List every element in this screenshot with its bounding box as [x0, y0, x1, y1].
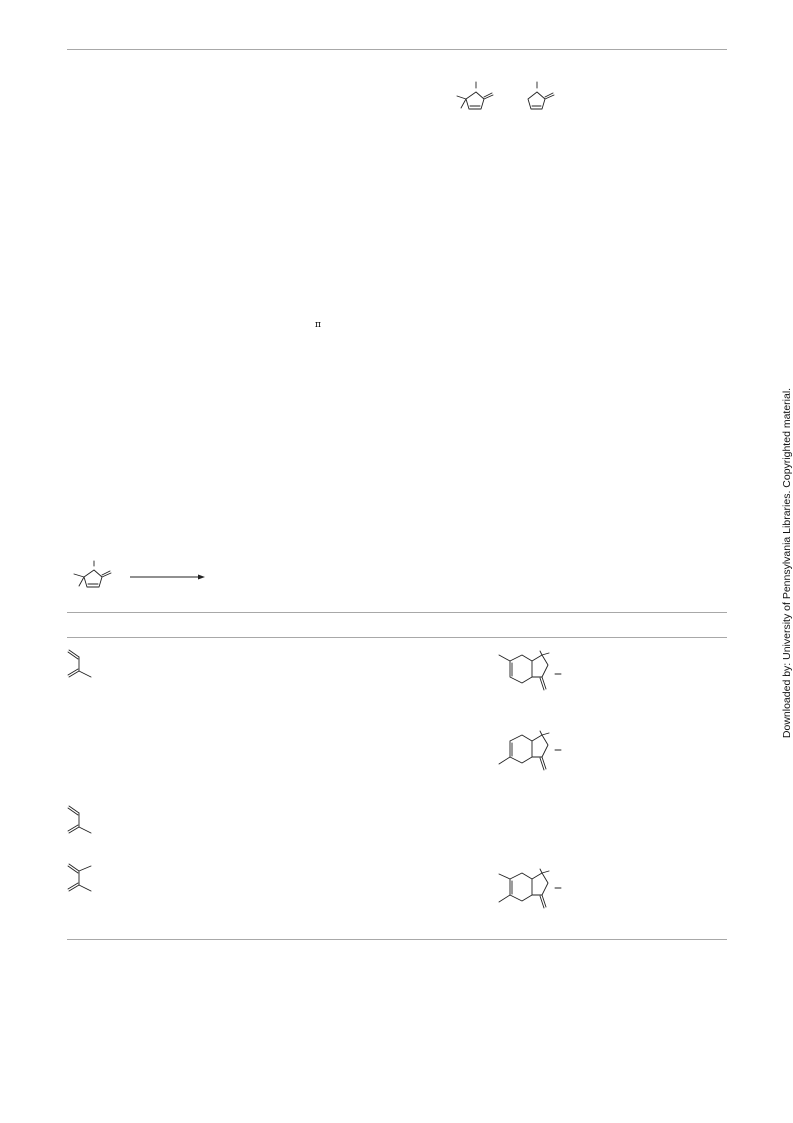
product-isoindolone-a	[498, 650, 562, 691]
download-watermark: Downloaded by: University of Pennsylvani…	[781, 387, 793, 739]
structure-reactant	[73, 560, 112, 588]
diene-dimethylbutadiene	[67, 863, 92, 892]
table-header-rule	[67, 637, 727, 638]
pi-symbol: π	[315, 320, 321, 330]
reaction-arrow	[130, 574, 205, 580]
product-dimethyl-isoindolone	[498, 868, 562, 909]
structure-dimethyl-pyrrolinone	[456, 81, 494, 110]
top-rule	[67, 49, 727, 50]
diene-isoprene-1	[67, 649, 92, 678]
structure-pyrrolinone	[527, 81, 555, 110]
diene-isoprene-2	[67, 805, 92, 834]
table-top-rule	[67, 612, 727, 613]
product-isoindolone-b	[498, 730, 562, 771]
table-bottom-rule	[67, 939, 727, 940]
